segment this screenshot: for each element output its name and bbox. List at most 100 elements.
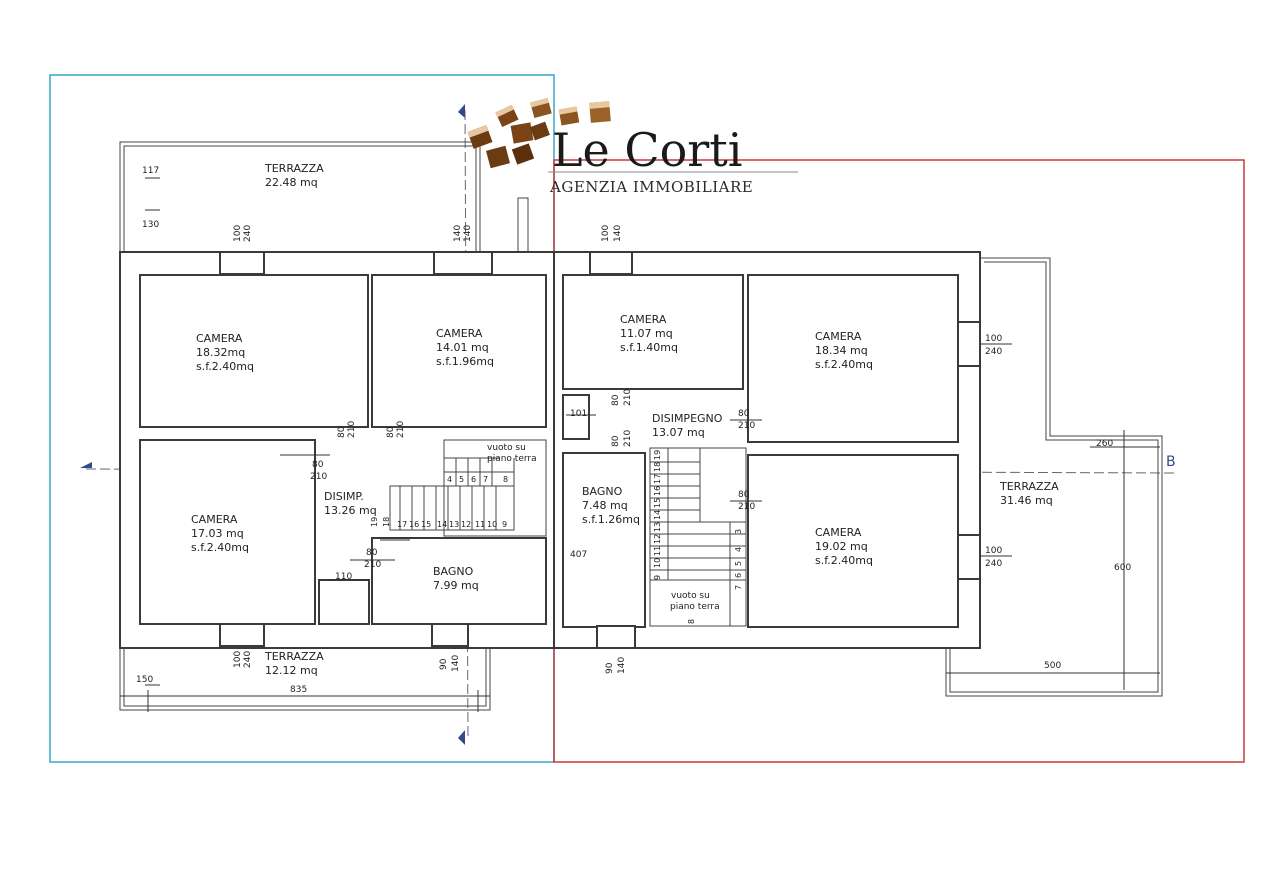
dim-label: 100 <box>985 334 1002 344</box>
stair-step: 19 <box>370 517 379 527</box>
dim-label: 80 <box>738 409 750 419</box>
stair-step: 18 <box>382 517 391 527</box>
right-camera-br-area: 19.02 mq <box>815 540 868 553</box>
right-camera-tr-room <box>747 274 959 443</box>
left-bagno-area: 7.99 mq <box>433 579 479 592</box>
dim-label: 150 <box>136 675 153 685</box>
houses-icon <box>467 97 611 169</box>
left-window-bottom-1 <box>219 623 265 647</box>
dim-label: 210 <box>623 389 633 406</box>
right-camera-tr-sf: s.f.2.40mq <box>815 358 873 371</box>
right-camera-tr-area: 18.34 mq <box>815 344 868 357</box>
dim-label: 110 <box>335 572 352 582</box>
stair-step: 12 <box>653 534 662 544</box>
stair-step: 14 <box>653 510 662 520</box>
stair-step: 8 <box>503 475 508 484</box>
section-arrow-bottom <box>458 730 465 745</box>
stair-step: 17 <box>653 474 662 484</box>
dim-label: 80 <box>386 426 396 438</box>
stair-step: 11 <box>475 520 485 529</box>
section-arrow-top <box>458 104 465 118</box>
stair-step: 7 <box>734 585 743 590</box>
stair-step: 5 <box>734 561 743 566</box>
stair-step: 4 <box>447 475 452 484</box>
left-camera-bl-sf: s.f.2.40mq <box>191 541 249 554</box>
stair-step: 6 <box>471 475 476 484</box>
dim-label: 80 <box>611 394 621 406</box>
dim-label: 117 <box>142 166 159 176</box>
left-camera-bl-room <box>139 439 316 625</box>
dim-label: 500 <box>1044 661 1061 671</box>
dim-label: 130 <box>142 220 159 230</box>
dim-label: 600 <box>1114 563 1131 573</box>
left-camera-bl-area: 17.03 mq <box>191 527 244 540</box>
left-window-top-2 <box>433 251 493 275</box>
right-window-top <box>589 251 633 275</box>
left-vuoto-2: piano terra <box>487 454 537 464</box>
logo-subtitle: AGENZIA IMMOBILIARE <box>549 178 753 196</box>
right-camera-tl-area: 11.07 mq <box>620 327 673 340</box>
stair-step: 10 <box>653 558 662 568</box>
dim-label: 100 <box>601 225 611 242</box>
left-window-bottom-2 <box>431 623 469 647</box>
stair-step: 12 <box>461 520 471 529</box>
right-camera-br-name: CAMERA <box>815 526 862 539</box>
stair-step: 15 <box>653 498 662 508</box>
right-camera-tl-sf: s.f.1.40mq <box>620 341 678 354</box>
right-bagno-area: 7.48 mq <box>582 499 628 512</box>
dim-label: 140 <box>463 225 473 242</box>
left-bagno-room <box>371 537 547 625</box>
left-terrazza-bottom-name: TERRAZZA <box>264 650 324 663</box>
right-disimpegno-area: 13.07 mq <box>652 426 705 439</box>
stair-step: 14 <box>437 520 447 529</box>
left-staircase <box>389 439 547 537</box>
right-window-side-1 <box>957 321 981 367</box>
stair-step: 16 <box>653 486 662 496</box>
left-terrazza-top-area: 22.48 mq <box>265 176 318 189</box>
dim-label: 835 <box>290 685 307 695</box>
dim-label: 210 <box>310 472 327 482</box>
stair-step: 5 <box>459 475 464 484</box>
right-closet <box>562 394 590 440</box>
dim-label: 90 <box>439 658 449 670</box>
left-bagno-name: BAGNO <box>433 565 474 578</box>
dim-label: 140 <box>451 655 461 672</box>
left-terrazza-top-name: TERRAZZA <box>264 162 324 175</box>
stair-step: 9 <box>653 575 662 580</box>
left-camera-tl-name: CAMERA <box>196 332 243 345</box>
dim-label: 80 <box>738 490 750 500</box>
right-terrazza-area: 31.46 mq <box>1000 494 1053 507</box>
left-unit-labels: TERRAZZA 22.48 mq CAMERA 18.32mq s.f.2.4… <box>136 162 537 695</box>
left-camera-tl-area: 18.32mq <box>196 346 245 359</box>
dim-label: 80 <box>366 548 378 558</box>
right-camera-tr-name: CAMERA <box>815 330 862 343</box>
left-camera-tl-sf: s.f.2.40mq <box>196 360 254 373</box>
right-disimpegno-name: DISIMPEGNO <box>652 412 723 425</box>
dim-label: 210 <box>396 421 406 438</box>
left-camera-tr-room <box>371 274 547 428</box>
stair-step: 15 <box>421 520 431 529</box>
dimension-ticks <box>120 177 1160 712</box>
stair-step: 16 <box>409 520 419 529</box>
dim-label: 100 <box>233 651 243 668</box>
dim-label: 100 <box>233 225 243 242</box>
left-camera-tl-room <box>139 274 369 428</box>
left-terrace-top-railing <box>119 141 481 252</box>
dim-label: 80 <box>337 426 347 438</box>
right-bagno-name: BAGNO <box>582 485 623 498</box>
dim-label: 240 <box>243 651 253 668</box>
stair-step: 6 <box>734 573 743 578</box>
dim-label: 210 <box>738 502 755 512</box>
section-arrow-left <box>80 462 92 468</box>
stair-step: 3 <box>734 529 743 534</box>
dim-label: 140 <box>613 225 623 242</box>
dim-label: 210 <box>623 430 633 447</box>
dim-label: 240 <box>243 225 253 242</box>
dim-label: 210 <box>347 421 357 438</box>
stair-step: 13 <box>653 522 662 532</box>
right-window-bottom <box>596 625 636 649</box>
dim-label: 240 <box>985 559 1002 569</box>
left-disimp-name: DISIMP. <box>324 490 364 503</box>
stair-step: 11 <box>653 546 662 556</box>
right-camera-tl-name: CAMERA <box>620 313 667 326</box>
